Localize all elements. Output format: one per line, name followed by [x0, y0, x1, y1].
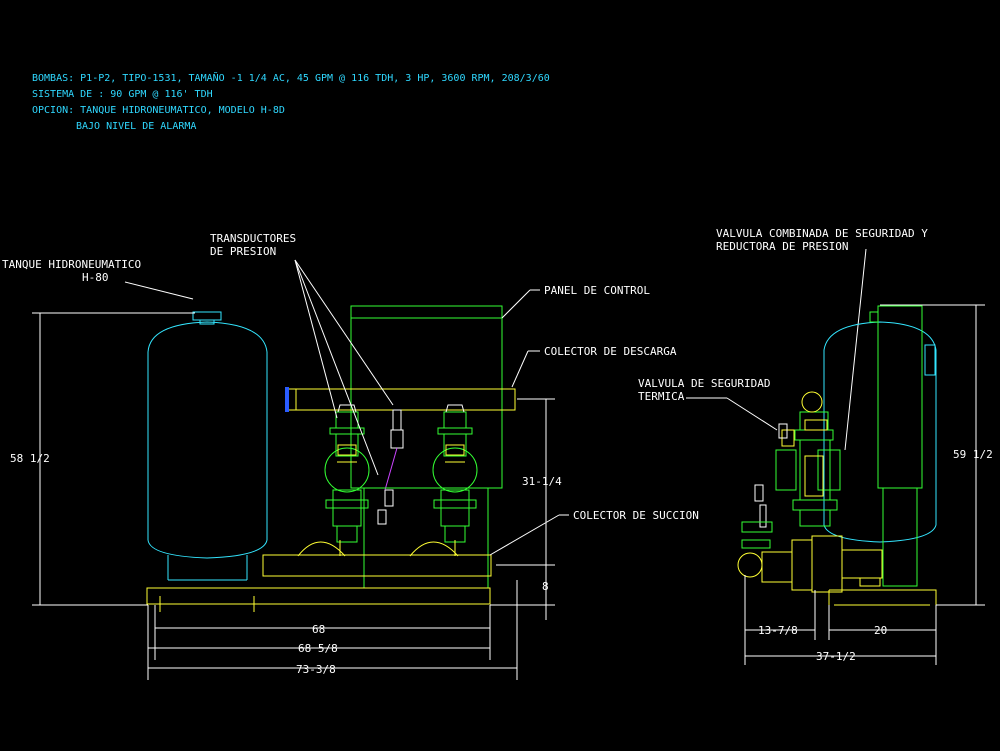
dim-side-37: 37-1/2 [816, 650, 856, 663]
side-suction [737, 535, 883, 593]
discharge-header [286, 388, 516, 411]
label-succion: COLECTOR DE SUCCION [573, 509, 699, 522]
pump-2-detail [445, 444, 465, 463]
dim-side-13: 13-7/8 [758, 624, 798, 637]
pump-1 [324, 411, 370, 543]
dim-side-20: 20 [874, 624, 887, 637]
side-valve [754, 423, 788, 528]
side-tank [823, 321, 937, 543]
suction-header [262, 540, 492, 577]
side-fittings [741, 521, 773, 549]
labels: TANQUE HIDRONEUMATICO H-80 TRANSDUCTORES… [2, 227, 928, 522]
side-pump-detail [781, 391, 828, 497]
dim-width-73: 73-3/8 [296, 663, 336, 676]
dimension-texts: 58 1/2 59 1/2 31-1/4 8 68 68 5/8 73-3/8 … [10, 448, 993, 676]
side-dimensions [744, 304, 985, 665]
dim-height-side: 59 1/2 [953, 448, 993, 461]
label-panel: PANEL DE CONTROL [544, 284, 650, 297]
pump-2 [432, 411, 478, 543]
pump-1-detail [337, 444, 357, 463]
note-alarma: BAJO NIVEL DE ALARMA [76, 121, 196, 132]
note-sistema: SISTEMA DE : 90 GPM @ 116' TDH [32, 89, 213, 100]
hydropneumatic-tank [147, 311, 268, 581]
side-pump [775, 411, 841, 527]
dim-width-68: 68 [312, 623, 325, 636]
control-panel [350, 305, 503, 489]
label-descarga: COLECTOR DE DESCARGA [544, 345, 677, 358]
side-panel [869, 305, 923, 587]
pump-frame [362, 487, 490, 588]
note-opcion: OPCION: TANQUE HIDRONEUMATICO, MODELO H-… [32, 105, 285, 116]
dim-pump-height: 31-1/4 [522, 475, 562, 488]
label-transductores-2: DE PRESION [210, 245, 276, 258]
leaders [124, 248, 867, 556]
side-base [828, 589, 937, 606]
label-valvula-term-2: TERMICA [638, 390, 685, 403]
front-view [146, 305, 516, 612]
label-tanque-1: TANQUE HIDRONEUMATICO [2, 258, 141, 271]
label-tanque-2: H-80 [82, 271, 109, 284]
motor-caps [337, 404, 465, 413]
dim-width-68-5-8: 68 5/8 [298, 642, 338, 655]
label-valvula-comb-2: REDUCTORA DE PRESION [716, 240, 848, 253]
label-valvula-term-1: VALVULA DE SEGURIDAD [638, 377, 770, 390]
label-valvula-comb-1: VALVULA COMBINADA DE SEGURIDAD Y [716, 227, 928, 240]
side-view [737, 305, 937, 606]
skid-base [146, 587, 491, 612]
front-dimensions [32, 312, 555, 680]
notes-block: BOMBAS: P1-P2, TIPO-1531, TAMAÑO -1 1/4 … [32, 71, 550, 132]
dim-height-front: 58 1/2 [10, 452, 50, 465]
label-transductores-1: TRANSDUCTORES [210, 232, 296, 245]
pressure-transducer [377, 409, 404, 525]
dim-base-height: 8 [542, 580, 549, 593]
note-bombas: BOMBAS: P1-P2, TIPO-1531, TAMAÑO -1 1/4 … [32, 71, 550, 84]
